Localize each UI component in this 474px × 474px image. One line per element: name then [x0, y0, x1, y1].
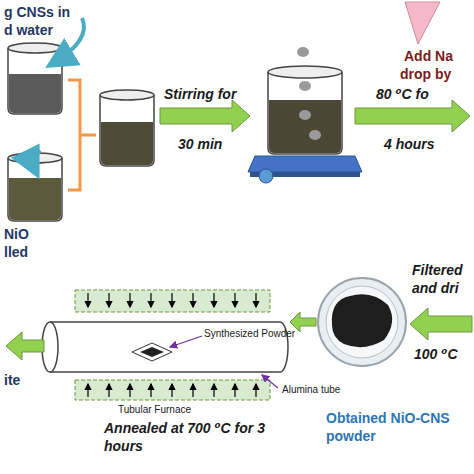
heat-arrow — [192, 384, 193, 397]
heat-arrow — [255, 384, 256, 397]
heat-arrow — [87, 384, 88, 397]
step-label: d water — [4, 22, 53, 38]
step-label: 100 ⁰C — [414, 346, 458, 362]
step-label: 30 min — [178, 136, 222, 152]
step-label: g CNSs in — [4, 4, 70, 20]
product-label: Obtained NiO-CNS — [326, 410, 450, 426]
heat-arrow — [171, 384, 172, 397]
product-label: ite — [4, 372, 20, 388]
heat-arrow — [150, 384, 151, 397]
part-label: Tubular Furnace — [118, 404, 191, 416]
step-label: Filtered — [412, 262, 463, 278]
product-label: powder — [326, 428, 376, 444]
heat-arrow — [129, 293, 130, 307]
heat-arrow — [171, 293, 172, 307]
step-label: drop by — [400, 66, 451, 82]
heat-arrow — [213, 384, 214, 397]
step-label: and dri — [412, 280, 459, 296]
heat-arrow — [87, 293, 88, 307]
step-label: 4 hours — [384, 136, 435, 152]
heat-arrow — [129, 384, 130, 397]
step-label: Add Na — [404, 48, 453, 64]
part-label: Alumina tube — [282, 384, 340, 396]
heat-arrow — [255, 293, 256, 307]
step-label: hours — [104, 438, 143, 454]
heat-arrow — [108, 384, 109, 397]
step-label: 80 ⁰C fo — [376, 86, 429, 102]
heat-arrow — [234, 384, 235, 397]
part-label: Synthesized Powder — [204, 328, 295, 340]
step-label: Annealed at 700 ⁰C for 3 — [104, 420, 265, 436]
heat-arrow — [213, 293, 214, 307]
heat-arrow — [234, 293, 235, 307]
step-label: NiO — [4, 226, 29, 242]
step-label: lled — [4, 244, 28, 260]
step-label: Stirring for — [164, 86, 236, 102]
heat-arrow — [108, 293, 109, 307]
heat-arrow — [192, 293, 193, 307]
heat-arrow — [150, 293, 151, 307]
